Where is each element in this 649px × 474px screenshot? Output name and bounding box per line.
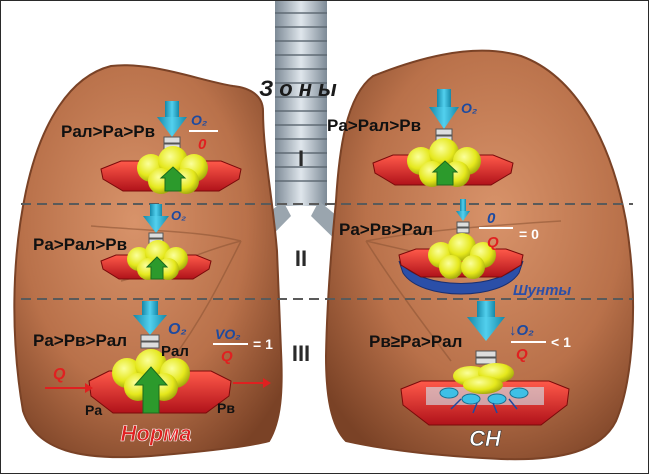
right-formula-zone1: Pа>Pал>Pв: [327, 116, 421, 135]
left-v-ratio-num: VO₂: [215, 326, 241, 342]
left-formula-zone2: Pа>Pал>Pв: [33, 235, 127, 254]
left-q-in: Q: [53, 366, 66, 383]
right-o2-zone1: O₂: [461, 100, 477, 116]
right-ratio-eq: = 0: [519, 226, 539, 242]
right-ratio3-num: ↓O₂: [509, 322, 534, 339]
left-v-ratio-eq: = 1: [253, 336, 273, 352]
zones-title: Зоны: [259, 76, 343, 101]
left-caption: Норма: [121, 421, 192, 446]
left-zero-zone1: 0: [198, 136, 207, 153]
zone-label-3: III: [292, 341, 310, 366]
zone-label-1: I: [298, 146, 304, 171]
right-formula-zone3: Pв≥Pа>Pал: [369, 332, 462, 351]
right-ratio3-den: Q: [516, 346, 528, 363]
left-formula-zone3: Pа>Pв>Pал: [33, 331, 127, 350]
zone-label-2: II: [295, 246, 307, 271]
left-pal-side: Pал: [161, 343, 189, 360]
left-o2-zone3: O₂: [168, 321, 187, 338]
left-v-ratio-den: Q: [221, 348, 233, 365]
right-caption: СН: [469, 426, 502, 451]
left-formula-zone1: Pал>Pа>Pв: [61, 122, 155, 141]
left-p-a: Pа: [85, 402, 102, 418]
left-p-v: Pв: [217, 400, 235, 416]
right-shunts-label: Шунты: [513, 282, 571, 299]
right-formula-zone2: Pа>Pв>Pал: [339, 220, 433, 239]
right-ratio3-eq: < 1: [551, 334, 571, 350]
left-o2-zone2: O₂: [171, 208, 186, 223]
right-ratio-num: 0: [487, 210, 496, 227]
right-ratio-den: Q: [487, 234, 499, 251]
left-o2-zone1: O₂: [191, 112, 207, 128]
